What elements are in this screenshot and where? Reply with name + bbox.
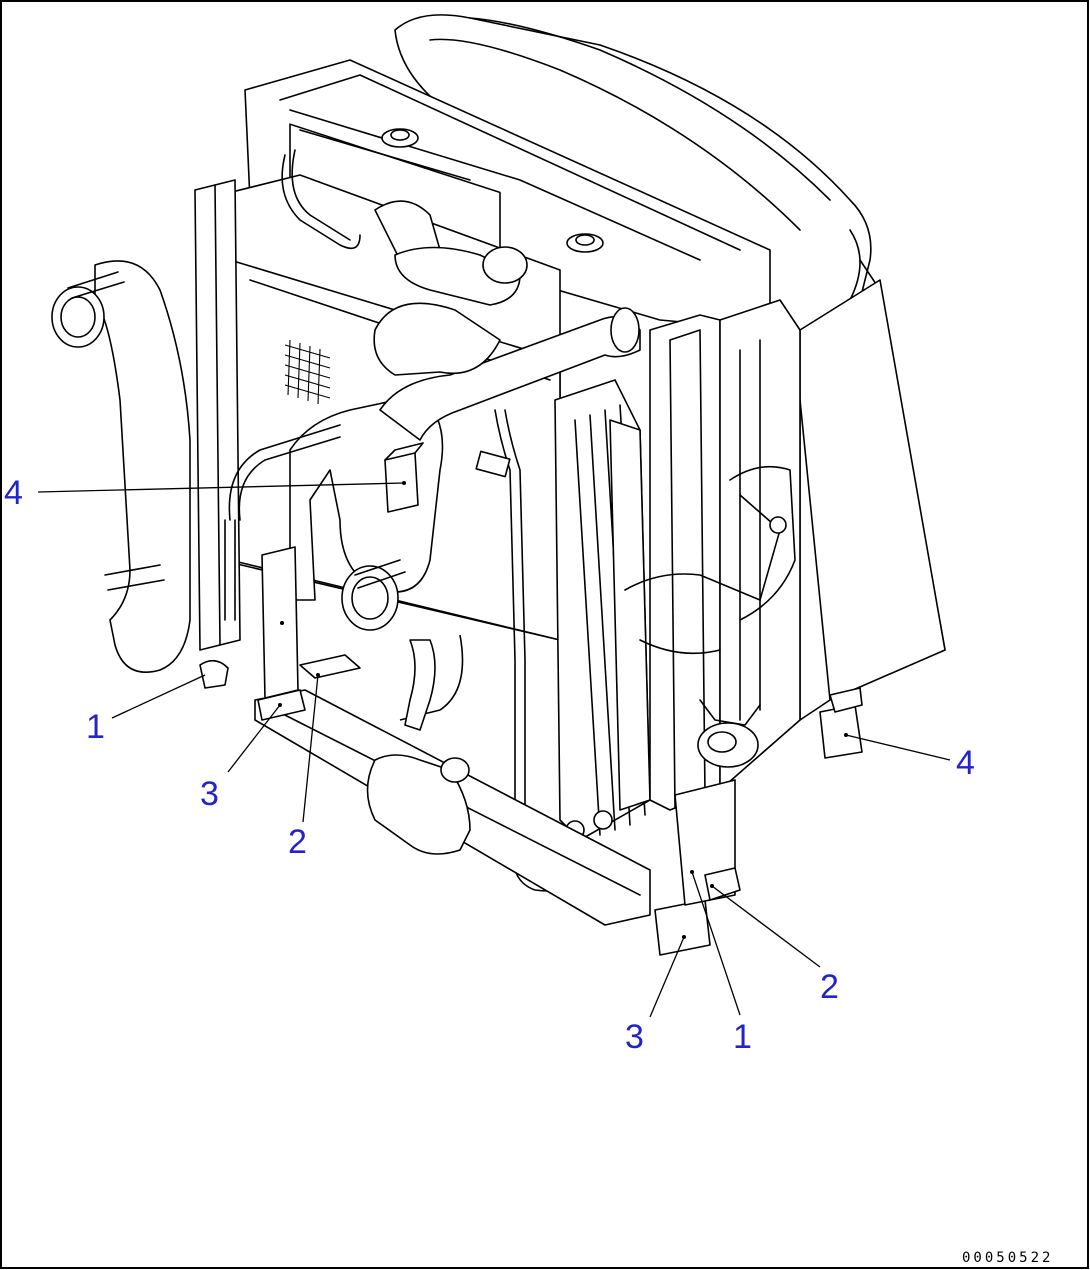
- leader-3-right: [649, 936, 685, 1018]
- callout-1-left: 1: [86, 708, 105, 746]
- callout-4-left: 4: [4, 474, 23, 512]
- support-column-right: [649, 299, 801, 811]
- leader-3-left: [227, 704, 281, 773]
- upper-charge-pipe: [379, 307, 641, 441]
- callouts: 4 1 3 2 4 2 3 1: [4, 474, 975, 1056]
- left-bracket-parts: [199, 546, 361, 721]
- callout-4-right: 4: [956, 744, 975, 782]
- bracket-block-right: [819, 687, 863, 759]
- hose-clamp-top: [51, 271, 125, 348]
- leader-lines: [37, 482, 951, 1018]
- callout-3-right: 3: [625, 1018, 644, 1056]
- upper-hose-group: [373, 200, 528, 376]
- leader-2-left: [302, 674, 319, 823]
- leader-4-left: [37, 482, 405, 493]
- mount-foot-right: [654, 779, 741, 956]
- core-grid-patch: [284, 339, 331, 405]
- callout-3-left: 3: [200, 775, 219, 813]
- callout-2-right: 2: [820, 968, 839, 1006]
- callout-2-left: 2: [288, 823, 307, 861]
- coolant-hose-loop: [224, 149, 361, 621]
- leader-1-left: [111, 674, 206, 719]
- leader-1-right: [691, 871, 741, 1016]
- leader-2-right: [711, 885, 821, 968]
- intake-hose: [51, 260, 191, 674]
- tensioner-pulley: [697, 699, 761, 768]
- oil-cooler-core: [554, 379, 651, 841]
- drawing-code: 00050522: [962, 1250, 1053, 1266]
- lower-radiator-hose: [366, 639, 471, 855]
- right-shroud-panel: [799, 279, 946, 721]
- filler-cap-left: [381, 128, 419, 148]
- charge-air-elbow: [289, 394, 444, 631]
- callout-1-right: 1: [733, 1018, 752, 1056]
- side-frame-left: [194, 179, 241, 651]
- filler-cap-right: [566, 233, 604, 253]
- fan-brace: [624, 465, 796, 655]
- leader-4-right: [845, 734, 951, 761]
